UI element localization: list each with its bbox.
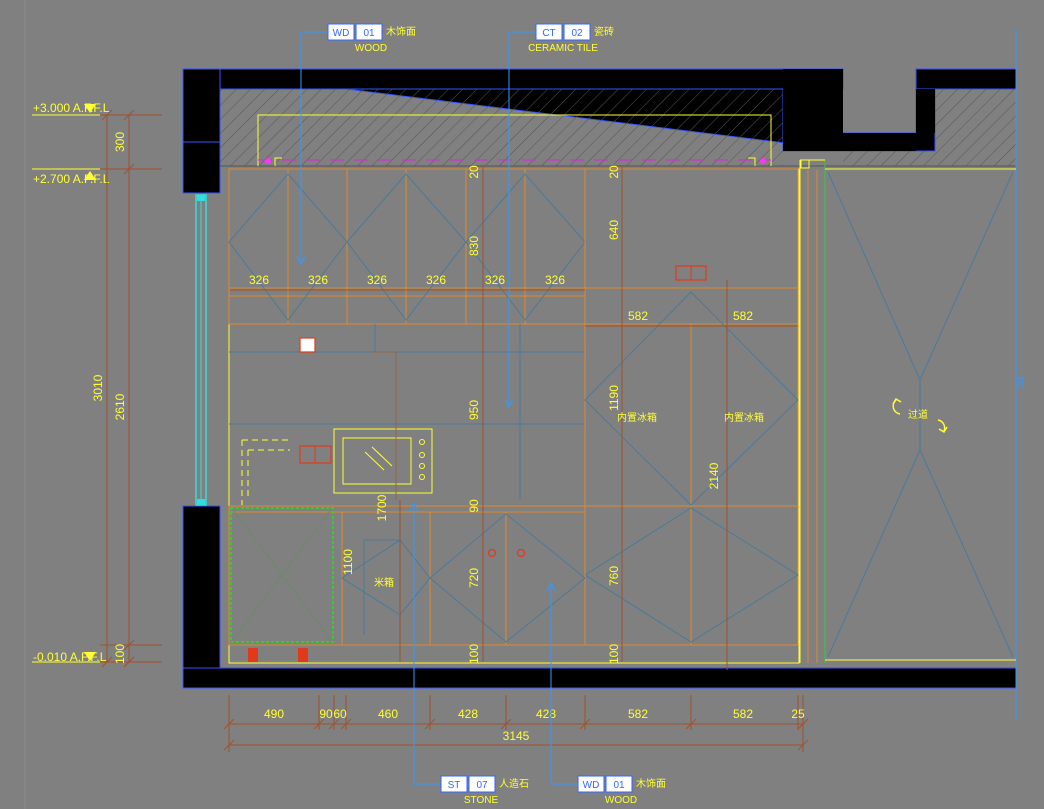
cabinetry: [228, 159, 1016, 664]
total-width: 3145: [503, 729, 530, 743]
dim-830: 830: [467, 236, 481, 256]
structure: ∞: [182, 30, 1029, 720]
inner-dimension-lines: [230, 165, 798, 670]
svg-text:人造石: 人造石: [499, 777, 529, 790]
bottom-dim-2: 90: [319, 707, 333, 721]
svg-text:WD: WD: [333, 28, 350, 39]
dim-100-left: 100: [113, 644, 127, 664]
dim-300: 300: [113, 132, 127, 152]
cabinet-width-4: 326: [426, 273, 446, 287]
level-floor: -0.010 A.F.F.L: [33, 650, 107, 664]
svg-text:木饰面: 木饰面: [636, 777, 666, 790]
dim-720: 720: [467, 568, 481, 588]
dim-640: 640: [607, 220, 621, 240]
cabinet-width-2: 326: [308, 273, 328, 287]
level-ceiling: +2.700 A.F.F.L: [33, 172, 110, 186]
svg-text:木饰面: 木饰面: [386, 25, 416, 38]
svg-text:WOOD: WOOD: [605, 795, 637, 806]
dim-2140: 2140: [707, 462, 721, 489]
svg-text:瓷砖: 瓷砖: [594, 25, 614, 38]
bottom-dim-6: 428: [536, 707, 556, 721]
fridge-width-1: 582: [628, 309, 648, 323]
bottom-dim-3: 60: [333, 707, 347, 721]
dim-1700: 1700: [375, 494, 389, 521]
bottom-dim-5: 428: [458, 707, 478, 721]
bottom-dim-8: 582: [733, 707, 753, 721]
dim-1100: 1100: [341, 549, 355, 575]
dim-1190: 1190: [607, 385, 621, 411]
dim-3010: 3010: [91, 374, 105, 401]
dim-20-b: 20: [607, 165, 621, 179]
window: [195, 194, 207, 506]
cabinet-width-3: 326: [367, 273, 387, 287]
bottom-dim-4: 460: [378, 707, 398, 721]
tag-tile-top: CT 02 瓷砖 CERAMIC TILE: [528, 23, 614, 54]
svg-text:CT: CT: [542, 28, 555, 39]
tag-wood-bottom: WD 01 木饰面 WOOD: [577, 775, 666, 806]
label-fridge-right: 内置冰箱: [724, 411, 764, 424]
level-top: +3.000 A.F.F.L: [33, 101, 110, 115]
dim-2610: 2610: [113, 393, 127, 420]
label-passage: 过道: [908, 408, 928, 421]
cabinet-width-1: 326: [249, 273, 269, 287]
appliances: [241, 265, 707, 662]
svg-text:∞: ∞: [1012, 376, 1029, 387]
cabinet-width-6: 326: [545, 273, 565, 287]
svg-text:WD: WD: [583, 780, 600, 791]
svg-text:01: 01: [363, 28, 375, 39]
left-dimension-lines: [100, 109, 162, 668]
dim-20-a: 20: [467, 165, 481, 179]
bottom-dimension-lines: [223, 695, 809, 752]
svg-text:02: 02: [571, 28, 583, 39]
dim-100-b: 100: [607, 644, 621, 664]
svg-text:WOOD: WOOD: [355, 43, 387, 54]
passage-arrows-icon: [892, 397, 948, 434]
tag-stone-bottom: ST 07 人造石 STONE: [440, 775, 529, 806]
cabinet-width-5: 326: [485, 273, 505, 287]
bottom-dim-1: 490: [264, 707, 284, 721]
dim-90: 90: [467, 499, 481, 513]
leader-lines: [296, 31, 578, 785]
dim-760: 760: [607, 566, 621, 586]
dim-950: 950: [467, 400, 481, 420]
bottom-dim-9: 25: [791, 707, 805, 721]
svg-text:01: 01: [613, 780, 625, 791]
svg-text:ST: ST: [448, 780, 461, 791]
bottom-dim-7: 582: [628, 707, 648, 721]
label-fridge-left: 内置冰箱: [617, 411, 657, 424]
svg-text:CERAMIC TILE: CERAMIC TILE: [528, 43, 598, 54]
fridge-width-2: 582: [733, 309, 753, 323]
svg-text:STONE: STONE: [464, 795, 499, 806]
label-rice-bin: 米箱: [374, 576, 394, 589]
dim-100-a: 100: [467, 644, 481, 664]
svg-text:07: 07: [476, 780, 488, 791]
tag-wood-top: WD 01 木饰面 WOOD: [327, 23, 416, 54]
